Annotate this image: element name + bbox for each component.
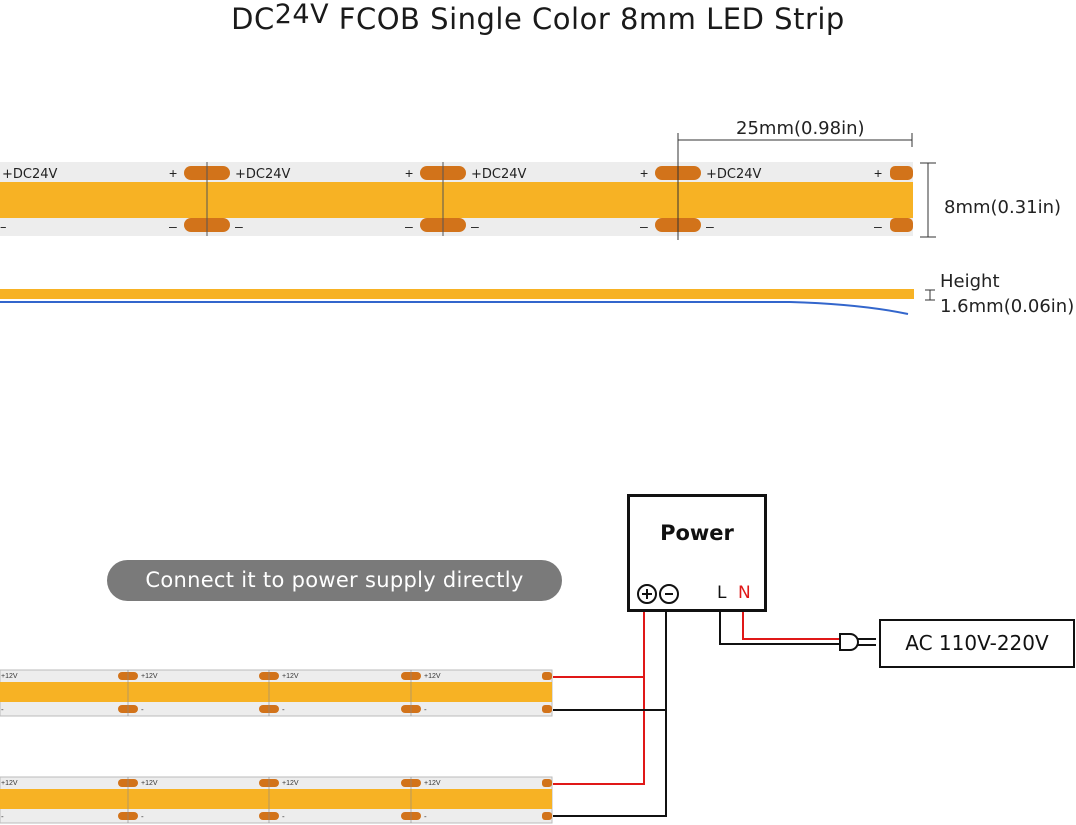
- neg-label: -: [141, 705, 144, 714]
- pos-label: +12V: [1, 780, 18, 787]
- side-profile: [0, 289, 935, 315]
- pos-label: +DC24V: [2, 167, 58, 182]
- plus-label: +: [874, 165, 882, 181]
- minus-label: –: [640, 218, 648, 234]
- wiring: [553, 604, 876, 817]
- top-pads: +DC24V – + +DC24V – – + +DC24V – – + +DC24V – – + –: [0, 162, 913, 236]
- title-voltage: 24V: [274, 0, 330, 30]
- neg-label: -: [424, 812, 427, 821]
- title-prefix: DC: [231, 2, 275, 36]
- minus-label: –: [874, 218, 882, 234]
- neg-label: -: [282, 705, 285, 714]
- pos-label: +12V: [424, 780, 441, 787]
- pos-label: +DC24V: [706, 167, 762, 182]
- top-strip: +DC24V – + +DC24V – – + +DC24V – – + +DC24V – – + –: [0, 162, 913, 236]
- width-dimension: [920, 162, 936, 238]
- neg-label: –: [0, 220, 7, 235]
- strip-cob-top: [0, 182, 913, 218]
- page-title: DC24V FCOB Single Color 8mm LED Strip: [0, 0, 1076, 36]
- height-title: Height: [940, 271, 1000, 292]
- plus-label: +: [169, 165, 177, 181]
- minus-label: –: [405, 218, 413, 234]
- pos-label: +12V: [141, 780, 158, 787]
- power-supply: Power L N: [627, 494, 767, 612]
- terminal-n-label: N: [738, 583, 751, 603]
- width-label: 8mm(0.31in): [944, 197, 1062, 218]
- solder-pad: [542, 812, 552, 820]
- neg-label: -: [424, 705, 427, 714]
- minus-label: –: [235, 218, 243, 234]
- minus-label: –: [706, 218, 714, 234]
- pos-label: +DC24V: [471, 167, 527, 182]
- plus-label: +: [405, 165, 413, 181]
- plus-label: +: [640, 165, 648, 181]
- ac-input-box: AC 110V-220V: [879, 619, 1075, 668]
- pos-label: +12V: [282, 780, 299, 787]
- spacing-dimension: [677, 133, 913, 240]
- pos-label: +12V: [1, 673, 18, 680]
- title-rest: FCOB Single Color 8mm LED Strip: [329, 2, 845, 36]
- solder-pad: [542, 705, 552, 713]
- solder-pad: [890, 166, 913, 180]
- neg-label: -: [282, 812, 285, 821]
- solder-pad: [890, 218, 913, 232]
- minus-label: –: [471, 218, 479, 234]
- height-value: 1.6mm(0.06in): [940, 296, 1075, 317]
- power-terminals: [637, 584, 679, 604]
- solder-pad: [542, 779, 552, 787]
- power-title: Power: [660, 521, 734, 545]
- solder-pad: [542, 672, 552, 680]
- neg-label: -: [1, 812, 4, 821]
- neg-label: -: [141, 812, 144, 821]
- small-strip-2: +12V - +12V - +12V - +12V -: [0, 776, 553, 824]
- terminal-l-label: L: [717, 583, 727, 603]
- neg-label: -: [1, 705, 4, 714]
- spacing-label: 25mm(0.98in): [736, 118, 865, 139]
- minus-label: –: [169, 218, 177, 234]
- pos-label: +12V: [424, 673, 441, 680]
- pos-label: +12V: [141, 673, 158, 680]
- connect-label: Connect it to power supply directly: [107, 560, 562, 601]
- pos-label: +12V: [282, 673, 299, 680]
- pos-label: +DC24V: [235, 167, 291, 182]
- small-strip-1: +12V - +12V - +12V - +12V -: [0, 669, 553, 717]
- plug-icon: [839, 633, 859, 651]
